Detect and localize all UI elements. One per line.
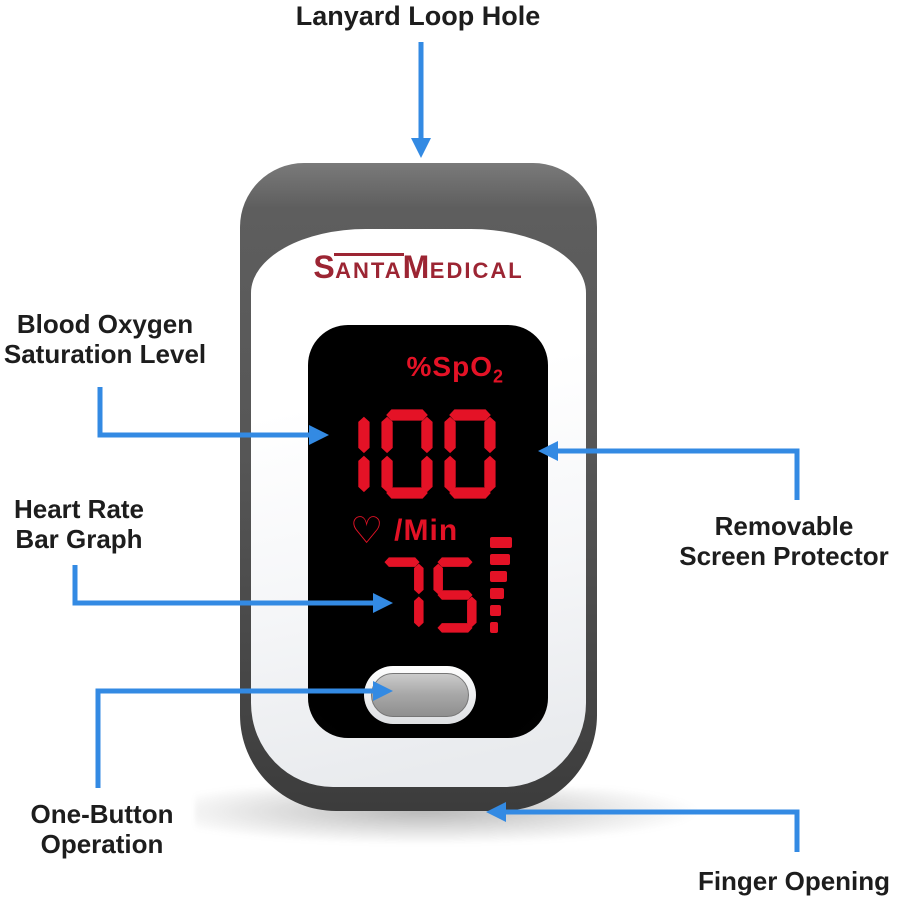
brand-logo: SANTAMEDICAL xyxy=(251,251,586,283)
label-line: Saturation Level xyxy=(3,339,207,370)
label-line: One-Button xyxy=(30,799,174,829)
heart-rate-bar-graph xyxy=(490,537,512,633)
oximeter-device: SANTAMEDICAL %SpO2 ♡ /Min xyxy=(240,163,597,811)
label-removable-screen-protector: Removable Screen Protector xyxy=(668,511,900,572)
bar-graph-segment xyxy=(490,622,498,633)
label-line: Screen Protector xyxy=(679,541,889,572)
label-blood-oxygen-saturation: Blood Oxygen Saturation Level xyxy=(0,309,210,370)
bar-graph-segment xyxy=(490,554,510,565)
power-button xyxy=(364,666,476,724)
spo2-unit-text: %SpO xyxy=(406,351,493,382)
spo2-unit-subscript: 2 xyxy=(492,366,504,387)
label-line: Removable xyxy=(714,511,854,541)
bar-graph-segment xyxy=(490,588,504,599)
label-line: Heart Rate xyxy=(13,494,145,524)
power-button-cap xyxy=(371,673,469,717)
label-heart-rate-bar-graph: Heart Rate Bar Graph xyxy=(0,494,158,555)
pulse-value-readout xyxy=(380,557,477,633)
device-front-face: SANTAMEDICAL %SpO2 ♡ /Min xyxy=(251,229,586,787)
bar-graph-segment xyxy=(490,605,501,616)
label-line: Operation xyxy=(40,829,164,860)
brand-logo-letter: M xyxy=(402,249,430,285)
pulse-unit-row: ♡ /Min xyxy=(350,510,459,552)
brand-logo-letters: EDICAL xyxy=(429,258,524,283)
bar-graph-segment xyxy=(490,571,507,582)
heart-icon: ♡ xyxy=(350,510,384,552)
label-line: Bar Graph xyxy=(15,524,143,555)
spo2-unit-label: %SpO2 xyxy=(407,351,504,388)
device-screen: %SpO2 ♡ /Min xyxy=(308,325,548,738)
label-one-button-operation: One-Button Operation xyxy=(12,799,192,860)
brand-logo-letter: S xyxy=(313,249,336,285)
label-line: Blood Oxygen xyxy=(16,309,194,339)
label-finger-opening: Finger Opening xyxy=(697,866,891,896)
spo2-value-readout xyxy=(318,399,496,509)
bar-graph-segment xyxy=(490,537,512,548)
brand-logo-overlined: ANTA xyxy=(334,253,405,283)
per-minute-label: /Min xyxy=(394,514,459,547)
label-lanyard-loop-hole: Lanyard Loop Hole xyxy=(295,1,541,31)
